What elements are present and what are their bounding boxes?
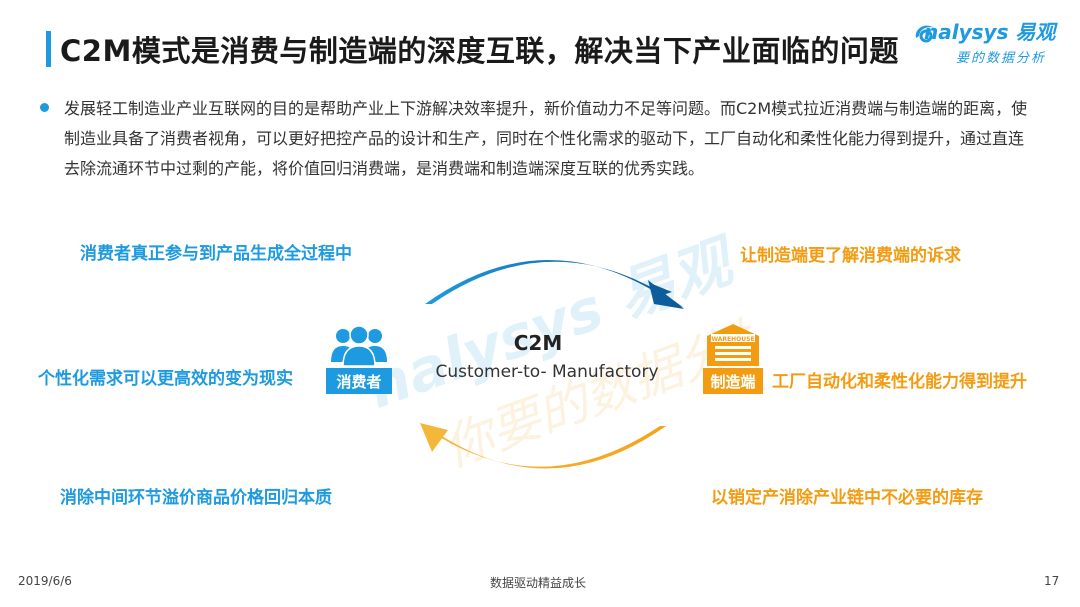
footer-date: 2019/6/6 bbox=[18, 574, 72, 588]
right-label-1: 让制造端更了解消费端的诉求 bbox=[740, 246, 961, 266]
top-arrow bbox=[425, 259, 668, 304]
page-number: 17 bbox=[1044, 574, 1060, 588]
consumer-label: 消费者 bbox=[336, 373, 381, 391]
analysys-logo: nalysys 易观 要的数据分析 bbox=[912, 16, 1062, 72]
maker-label: 制造端 bbox=[710, 373, 755, 391]
warehouse-icon: WAREHOUSE 制造端 bbox=[703, 324, 763, 394]
left-label-1: 消费者真正参与到产品生成全过程中 bbox=[80, 244, 352, 264]
logo-sub-text: 要的数据分析 bbox=[956, 51, 1047, 66]
bullet-dot-icon bbox=[40, 103, 49, 112]
footer-slogan: 数据驱动精益成长 bbox=[490, 576, 587, 590]
consumer-group-icon: 消费者 bbox=[326, 325, 392, 394]
right-label-3: 以销定产消除产业链中不必要的库存 bbox=[711, 488, 983, 508]
left-label-3: 消除中间环节溢价商品价格回归本质 bbox=[60, 488, 332, 508]
warehouse-text: WAREHOUSE bbox=[711, 336, 754, 343]
bottom-arrow-head bbox=[420, 423, 448, 452]
logo-swoosh-icon bbox=[915, 25, 934, 43]
logo-main-text: nalysys 易观 bbox=[924, 20, 1056, 44]
watermark-logo: nalysys 易观 你要的数据分析 bbox=[358, 230, 750, 478]
bullet-paragraph: 发展轻工制造业产业互联网的目的是帮助产业上下游解决效率提升，新价值动力不足等问题… bbox=[64, 99, 1028, 178]
bottom-arrow bbox=[430, 426, 666, 469]
c2m-subtitle: Customer-to- Manufactory bbox=[435, 362, 659, 382]
title-accent-bar bbox=[46, 31, 51, 67]
page-title: C2M模式是消费与制造端的深度互联，解决当下产业面临的问题 bbox=[60, 34, 899, 68]
c2m-title: C2M bbox=[513, 331, 563, 355]
right-label-2: 工厂自动化和柔性化能力得到提升 bbox=[772, 372, 1027, 392]
left-label-2: 个性化需求可以更高效的变为现实 bbox=[38, 369, 293, 389]
